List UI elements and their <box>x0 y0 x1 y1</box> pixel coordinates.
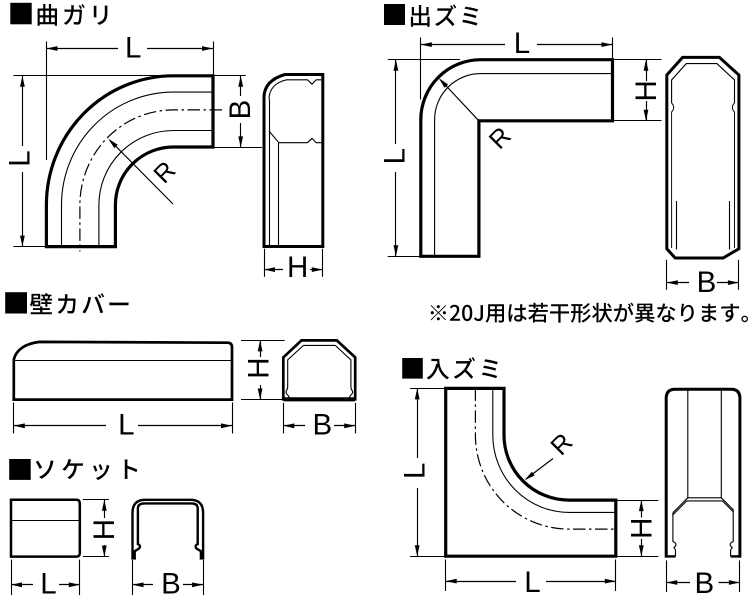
svg-text:L: L <box>514 27 530 60</box>
svg-text:L: L <box>118 408 134 441</box>
svg-text:B: B <box>224 100 257 120</box>
svg-text:H: H <box>625 518 658 539</box>
svg-text:R: R <box>484 122 517 155</box>
svg-text:B: B <box>161 567 181 598</box>
svg-text:H: H <box>88 519 121 540</box>
svg-text:L: L <box>3 150 36 166</box>
svg-text:L: L <box>524 566 540 598</box>
svg-text:B: B <box>312 408 332 441</box>
svg-text:R: R <box>546 428 579 461</box>
svg-text:L: L <box>378 148 411 164</box>
svg-text:B: B <box>695 567 715 598</box>
svg-text:L: L <box>40 567 56 598</box>
svg-text:L: L <box>125 31 141 64</box>
svg-text:B: B <box>697 266 717 299</box>
svg-text:H: H <box>243 357 276 378</box>
svg-text:H: H <box>287 251 308 284</box>
svg-text:H: H <box>630 80 663 101</box>
svg-text:L: L <box>398 463 431 479</box>
